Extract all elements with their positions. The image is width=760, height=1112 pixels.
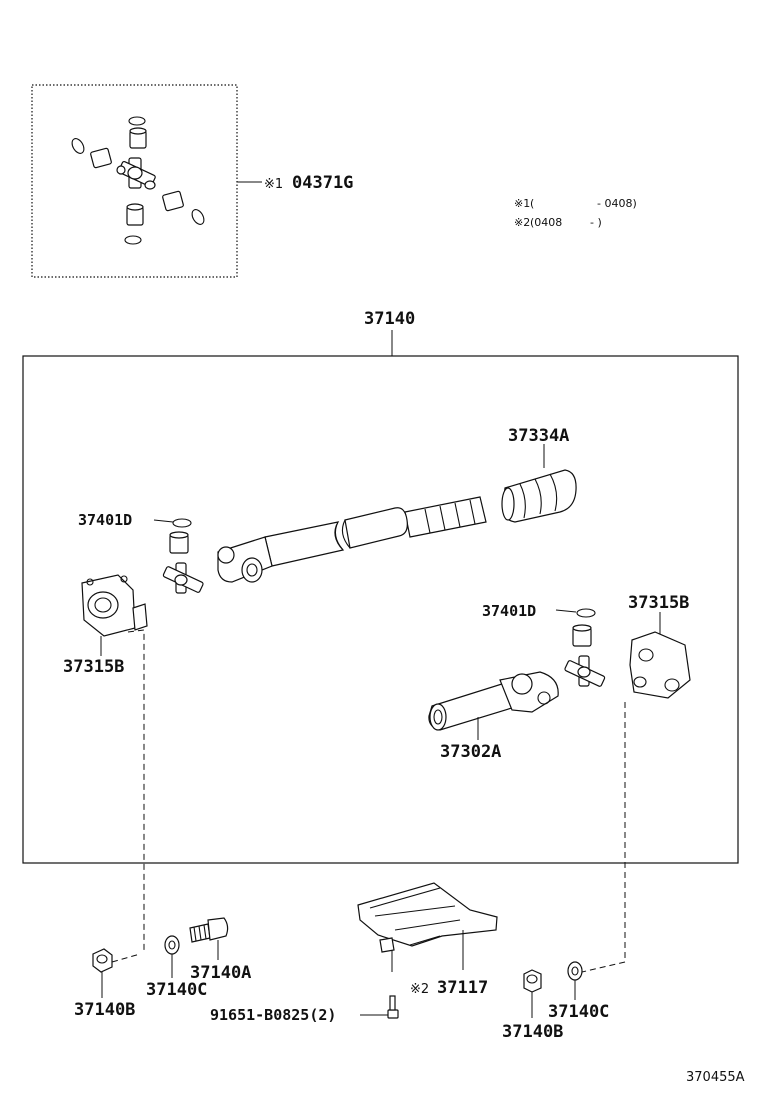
clip-part-number[interactable]: 91651-B0825(2) xyxy=(210,1006,336,1024)
note-1-open: ( xyxy=(530,197,534,210)
bolt-part-number[interactable]: 37140A xyxy=(190,963,251,983)
bolt-icon xyxy=(189,917,229,960)
dust-boot-icon xyxy=(501,444,577,523)
assembly-frame xyxy=(22,355,739,864)
nut-left-part-number[interactable]: 37140B xyxy=(74,1000,135,1020)
dust-boot-part-number[interactable]: 37334A xyxy=(508,426,569,446)
left-nut-icon xyxy=(92,948,113,998)
left-universal-joint-icon xyxy=(162,518,204,594)
snap-ring-right-leader xyxy=(555,609,577,613)
bearing-cup-icon xyxy=(90,127,184,226)
left-flange-yoke-icon xyxy=(81,574,148,656)
flange-left-part-number[interactable]: 37315B xyxy=(63,657,124,677)
right-nut-icon xyxy=(523,969,542,1018)
kit-note-mark: ※1 xyxy=(264,177,283,192)
washer-right-part-number[interactable]: 37140C xyxy=(548,1002,609,1022)
kit-inset-border xyxy=(31,84,238,278)
snap-ring-left-part-number[interactable]: 37401D xyxy=(78,511,132,529)
cover-note-mark: ※2 xyxy=(410,982,429,997)
note-2-range: - ) xyxy=(590,216,602,229)
right-flange-yoke-icon xyxy=(629,612,691,699)
right-universal-joint-icon xyxy=(564,608,606,687)
cover-part-number[interactable]: 37117 xyxy=(437,978,488,998)
assembly-part-number[interactable]: 37140 xyxy=(364,309,415,329)
spider-cross-icon xyxy=(116,157,156,190)
flange-right-part-number[interactable]: 37315B xyxy=(628,593,689,613)
snap-ring-right-part-number[interactable]: 37401D xyxy=(482,602,536,620)
snap-ring-icon xyxy=(71,116,205,245)
washer-left-part-number[interactable]: 37140C xyxy=(146,980,207,1000)
main-shaft-icon xyxy=(217,496,487,583)
sleeve-yoke-part-number[interactable]: 37302A xyxy=(440,742,501,762)
snap-ring-left-leader xyxy=(153,519,174,523)
propeller-shaft-assembly[interactable]: 37140 xyxy=(22,309,739,864)
diagram-reference-id: 370455A xyxy=(686,1070,745,1085)
note-2-mark: ※2 xyxy=(514,216,530,229)
heat-insulator-cover-icon xyxy=(357,882,498,972)
connection-lines xyxy=(111,629,626,973)
kit-part-number[interactable]: 04371G xyxy=(292,173,353,193)
notes-legend: ※1 ( - 0408) ※2 (0408 - ) xyxy=(514,197,637,229)
clip-bolt-icon xyxy=(360,995,399,1019)
note-1-mark: ※1 xyxy=(514,197,530,210)
left-washer-icon xyxy=(164,935,180,978)
note-1-range: - 0408) xyxy=(597,197,637,210)
nut-right-part-number[interactable]: 37140B xyxy=(502,1022,563,1042)
sleeve-yoke-icon xyxy=(428,671,559,740)
universal-joint-kit-inset[interactable]: ※1 04371G xyxy=(31,84,353,278)
right-washer-icon xyxy=(567,961,583,1000)
note-2-open: (0408 xyxy=(530,216,562,229)
